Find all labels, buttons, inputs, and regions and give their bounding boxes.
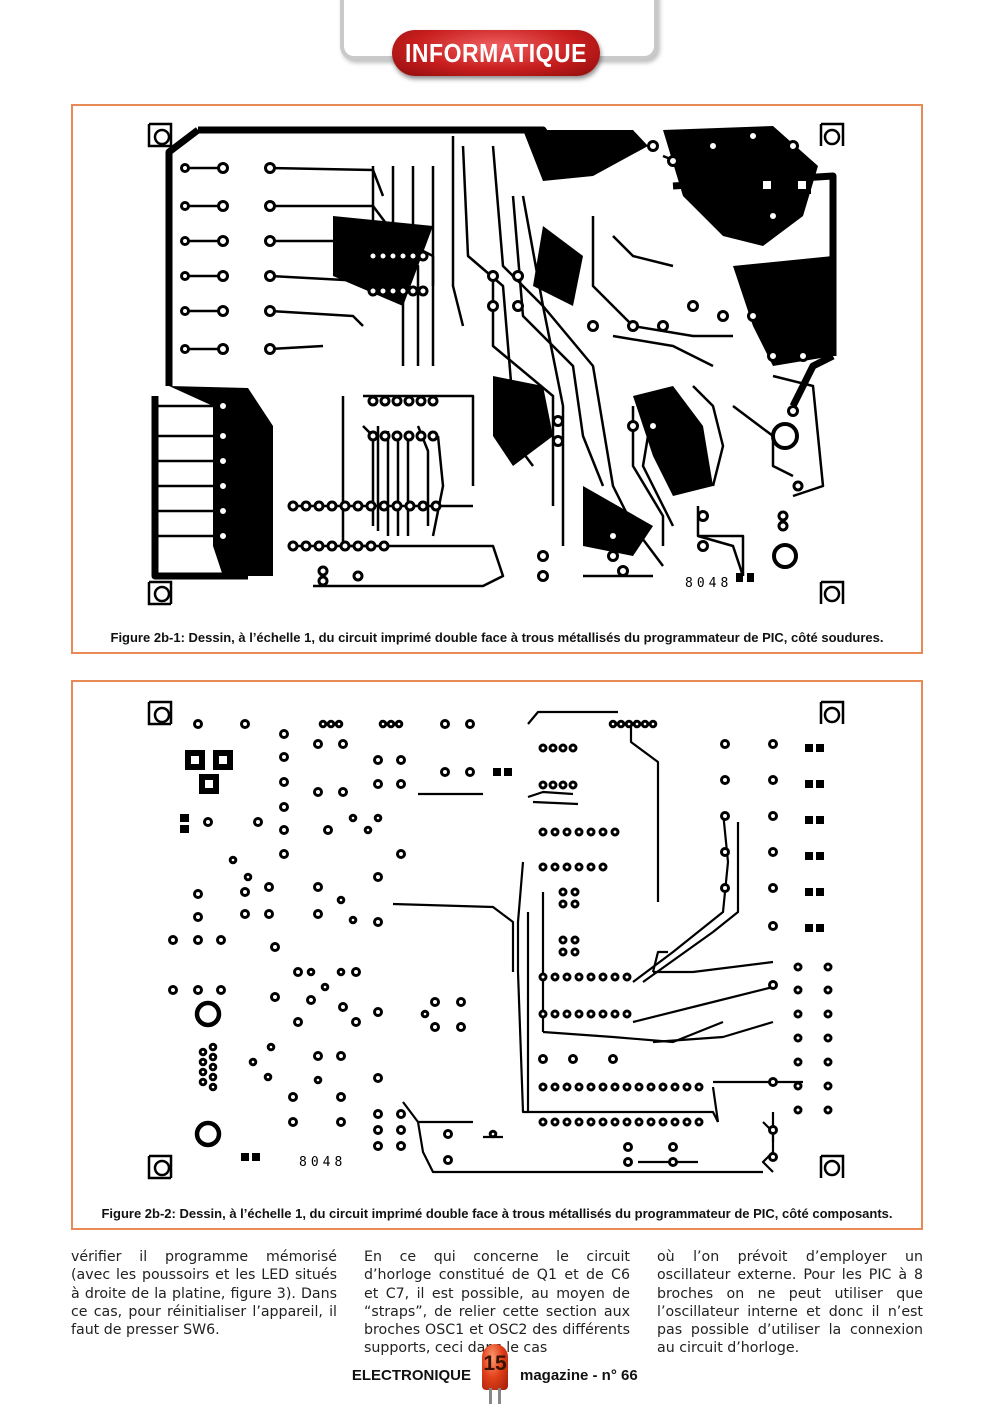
body-column-3: où l’on prévoit d’employer un oscillateu… [657,1249,923,1357]
pcb-component-side-drawing: 8048 [147,700,845,1180]
board-code-component: 8048 [299,1155,346,1170]
page-footer: ELECTRONIQUE 15 magazine - n° 66 [0,1340,993,1404]
figure-caption-solder: Figure 2b-1: Dessin, à l’échelle 1, du c… [110,630,884,645]
body-column-1: vérifier il programme mémorisé (avec les… [71,1249,337,1339]
pcb-solder-side-drawing: 8048 [147,122,845,606]
section-title: INFORMATIQUE [405,37,587,67]
section-label: INFORMATIQUE [392,30,600,76]
figure-caption-component: Figure 2b-2: Dessin, à l’échelle 1, du c… [101,1206,893,1221]
led-page-number-icon: 15 [480,1342,510,1404]
figure-solder-side: 8048 Figure 2b-1: Dessin, à l’échelle 1,… [71,104,923,654]
figure-component-side: 8048 Figure 2b-2: Dessin, à l’échelle 1,… [71,680,923,1230]
board-code-solder: 8048 [685,576,732,591]
footer-issue: magazine - n° 66 [520,1367,638,1384]
page-number: 15 [483,1352,507,1375]
footer-magazine-name: ELECTRONIQUE [351,1367,471,1384]
